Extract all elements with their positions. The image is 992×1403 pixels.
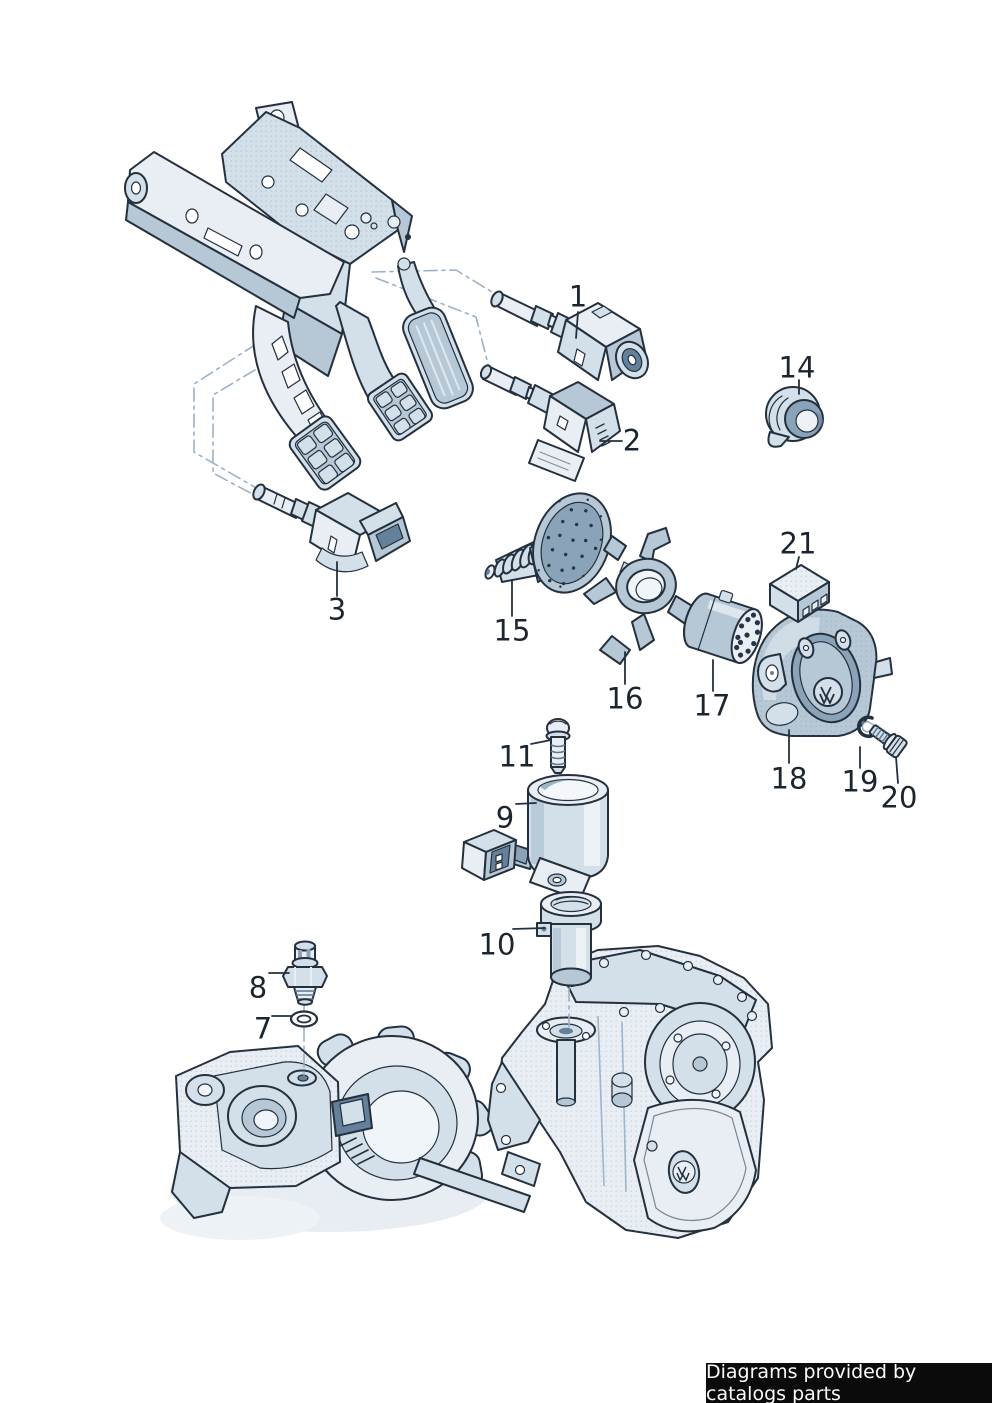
callout-2: 2: [622, 423, 642, 458]
module-21: [769, 564, 830, 623]
footer-credit: Diagrams provided by catalogs parts: [706, 1361, 992, 1403]
callout-10: 10: [478, 927, 516, 962]
callout-9: 9: [495, 800, 515, 835]
callout-14: 14: [778, 350, 816, 385]
callout-8: 8: [248, 970, 268, 1005]
switch-3: [252, 483, 411, 573]
gearbox-right: [487, 945, 773, 1239]
callout-19: 19: [841, 764, 879, 799]
accelerator-pedal: [397, 257, 474, 410]
callout-16: 16: [606, 681, 644, 716]
bolt-20: [868, 724, 908, 759]
clutch-pedal: [252, 305, 362, 491]
leader-lines: [268, 311, 899, 1017]
switch-1: [490, 290, 649, 381]
vw-logo-icon: [667, 1150, 701, 1194]
callout-17: 17: [693, 688, 731, 723]
o-ring-7: [289, 1010, 319, 1028]
brake-pedal: [335, 301, 434, 442]
temp-sender-8: [282, 940, 328, 1006]
sender-housing-18: [751, 608, 893, 737]
bolt-11: [545, 718, 571, 774]
grommet-14: [765, 386, 824, 448]
clip-washer-19: [857, 715, 875, 739]
callout-18: 18: [770, 761, 808, 796]
callout-3: 3: [327, 592, 347, 627]
callout-20: 20: [880, 780, 918, 815]
transaxle-housing-left: [160, 1025, 531, 1240]
callout-15: 15: [493, 613, 531, 648]
switch-2: [479, 364, 621, 482]
callout-11: 11: [498, 739, 536, 774]
pedal-assembly: [124, 101, 474, 491]
vw-logo-icon: [813, 677, 843, 707]
sleeve-10: [536, 891, 602, 987]
callout-21: 21: [779, 526, 817, 561]
callout-1: 1: [568, 279, 588, 314]
sender-insert-17: [683, 589, 763, 664]
callout-7: 7: [253, 1011, 273, 1046]
speedometer-drive-15: [484, 492, 612, 594]
speed-sensor-9: [461, 774, 609, 901]
